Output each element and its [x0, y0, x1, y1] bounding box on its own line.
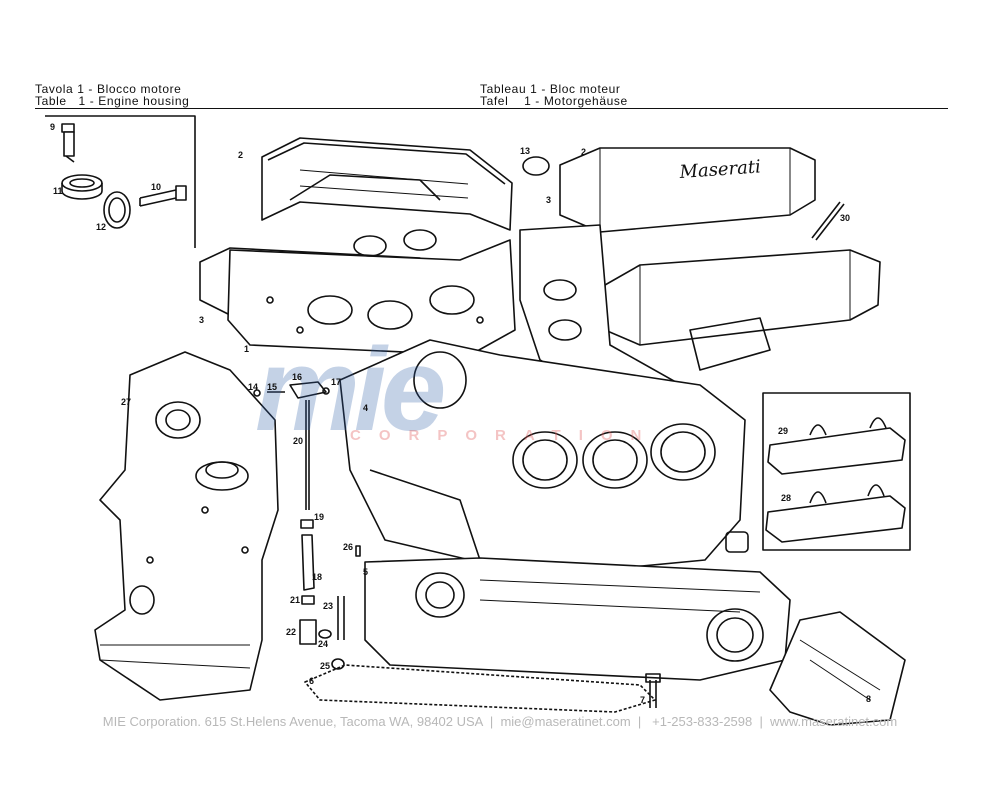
o-ring-13 — [522, 156, 550, 176]
callout-6: 6 — [309, 676, 315, 686]
callout-18: 18 — [312, 572, 323, 582]
small-parts-column — [253, 381, 661, 708]
callout-8: 8 — [866, 694, 872, 704]
sump-gasket-6 — [304, 664, 656, 713]
gasket-28 — [765, 484, 906, 543]
callout-10: 10 — [151, 182, 162, 192]
callout-12: 12 — [96, 222, 107, 232]
callout-19: 19 — [314, 512, 325, 522]
callout-20: 20 — [293, 436, 304, 446]
callout-25: 25 — [320, 661, 331, 671]
stud-30 — [811, 201, 845, 241]
callout-30: 30 — [840, 213, 851, 223]
callout-5: 5 — [363, 567, 369, 577]
title-de: Tafel 1 - Motorgehäuse — [480, 94, 628, 108]
footer-contact: MIE Corporation. 615 St.Helens Avenue, T… — [102, 714, 898, 729]
watermark-subtitle: CORPORATION — [350, 427, 660, 444]
callout-28: 28 — [781, 493, 792, 503]
callout-2-right: 2 — [581, 147, 587, 157]
callout-7: 7 — [640, 695, 646, 705]
engine-block — [339, 339, 749, 581]
callout-22: 22 — [286, 627, 297, 637]
callout-21: 21 — [290, 595, 301, 605]
left-cylinder-head — [227, 229, 516, 356]
inset-small-parts-frame — [45, 115, 196, 248]
inset-gaskets-frame — [762, 392, 911, 551]
callout-3-left: 3 — [199, 315, 205, 325]
callout-16: 16 — [292, 372, 303, 382]
inset-small-parts — [61, 123, 187, 229]
title-en: Table 1 - Engine housing — [35, 94, 190, 108]
callout-27: 27 — [121, 397, 132, 407]
title-it: Tavola 1 - Blocco motore — [35, 82, 182, 96]
header-rule — [35, 108, 948, 109]
timing-cover — [94, 351, 279, 701]
callout-23: 23 — [323, 601, 334, 611]
callout-2-left: 2 — [238, 150, 244, 160]
callout-1: 1 — [244, 344, 250, 354]
right-cam-cover-bottom — [604, 249, 881, 346]
right-cam-cover-top — [559, 147, 816, 233]
callout-9: 9 — [50, 122, 56, 132]
oil-pump-bracket — [769, 611, 906, 726]
title-fr: Tableau 1 - Bloc moteur — [480, 82, 621, 96]
crankcase — [364, 557, 791, 681]
callout-14: 14 — [248, 382, 259, 392]
callout-11: 11 — [53, 186, 63, 196]
callout-4: 4 — [363, 403, 369, 413]
callout-24: 24 — [318, 639, 329, 649]
callout-13: 13 — [520, 146, 531, 156]
gasket-29 — [767, 417, 906, 475]
callout-29: 29 — [778, 426, 789, 436]
callout-15: 15 — [267, 382, 278, 392]
callout-26: 26 — [343, 542, 354, 552]
watermark-logo: mie — [255, 324, 446, 456]
callout-17: 17 — [331, 377, 342, 387]
callout-3-right: 3 — [546, 195, 552, 205]
